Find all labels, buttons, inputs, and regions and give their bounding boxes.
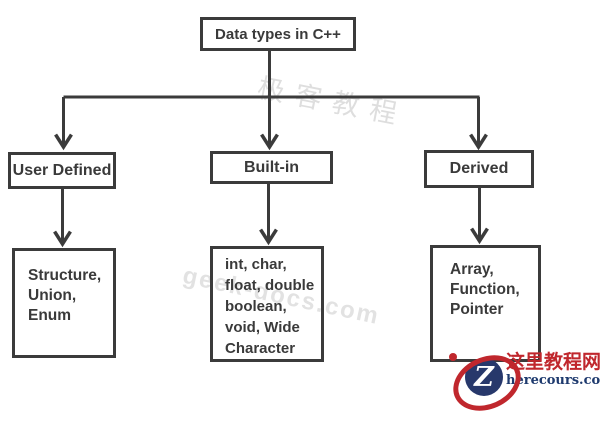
category-box-derived: Derived [424, 150, 534, 188]
root-box-data-types: Data types in C++ [200, 17, 356, 51]
category-box-user-defined: User Defined [8, 152, 116, 189]
logo-monogram: Z [474, 361, 494, 393]
category-box-built-in: Built-in [210, 151, 333, 184]
logo-text-block: 这里教程网 herecours.com [506, 351, 600, 388]
root-label: Data types in C++ [215, 25, 341, 43]
logo-site-domain: herecours.com [506, 373, 600, 388]
detail-box-derived: Array, Function, Pointer [430, 245, 541, 362]
logo-z-monogram-icon: Z [465, 358, 503, 396]
arrowheads [53, 133, 489, 248]
site-logo: Z 这里教程网 herecours.com [444, 345, 600, 421]
category-label-user-defined: User Defined [12, 161, 112, 179]
category-label-built-in: Built-in [243, 158, 300, 176]
connector-lines [53, 51, 489, 248]
logo-site-name: 这里教程网 [506, 351, 600, 373]
category-label-derived: Derived [449, 160, 509, 177]
detail-box-built-in: int, char, float, double boolean, void, … [210, 246, 324, 362]
diagram-canvas: 极客教程 geek-docs.com Data types i [8, 17, 600, 421]
detail-box-user-defined: Structure, Union, Enum [12, 248, 116, 358]
logo-swoosh-dot [449, 353, 457, 361]
